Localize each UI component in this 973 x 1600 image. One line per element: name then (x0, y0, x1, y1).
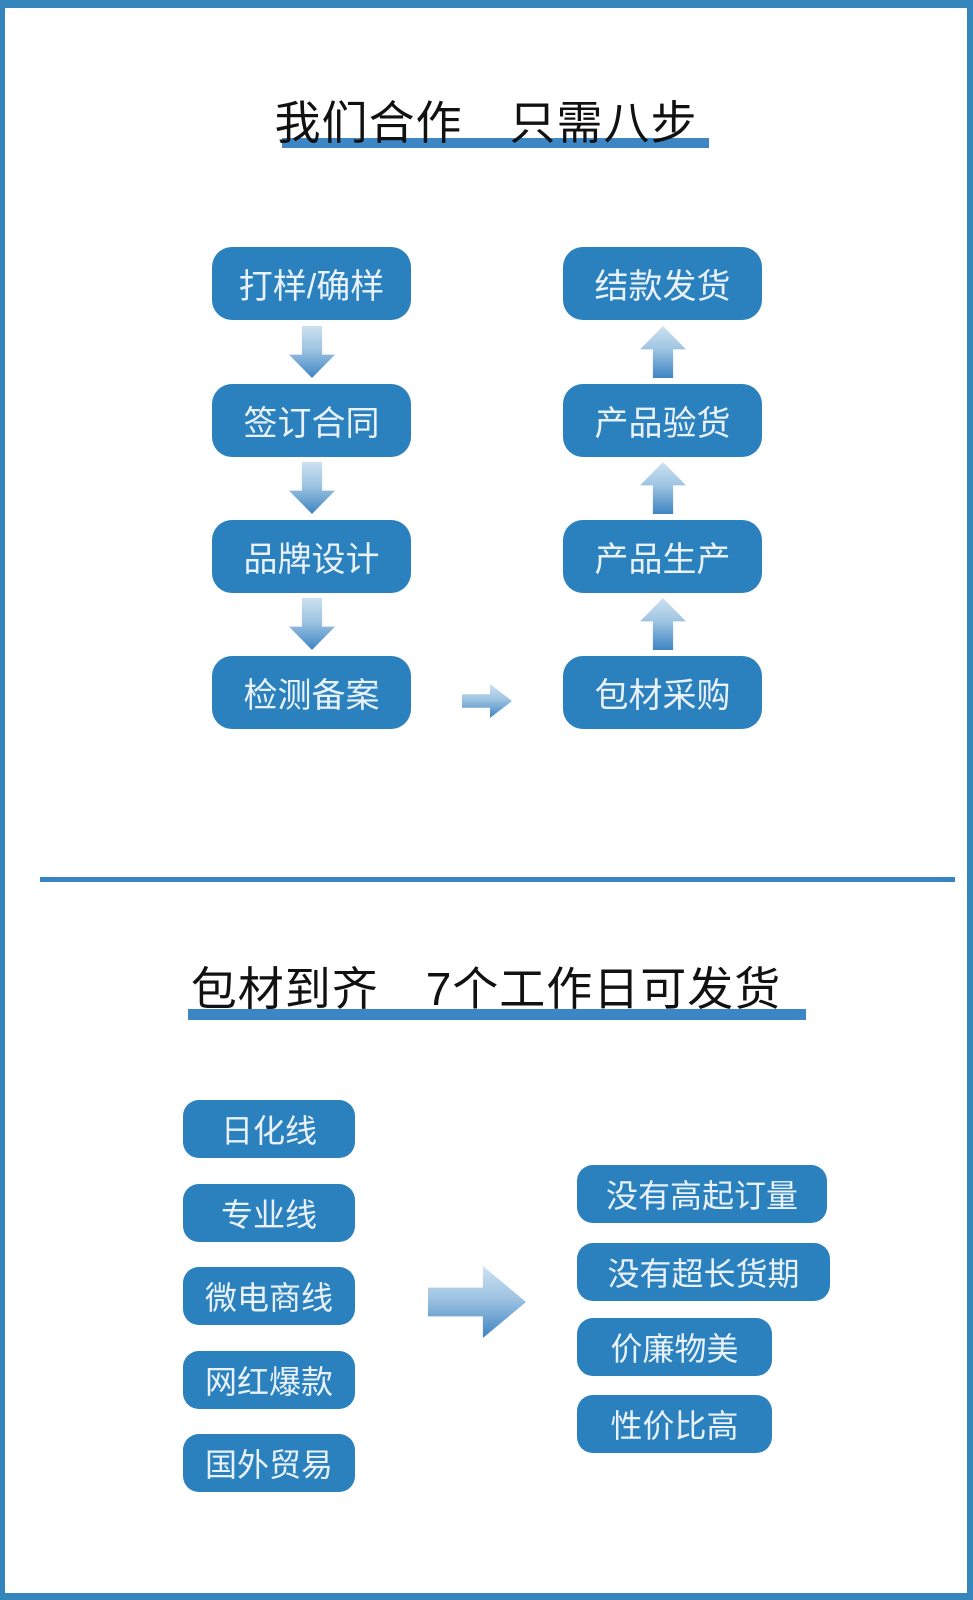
up-arrow-icon (640, 598, 686, 650)
product-line-professional: 专业线 (183, 1184, 355, 1242)
benefit-cost-effective: 性价比高 (577, 1395, 772, 1453)
benefit-no-long-leadtime: 没有超长货期 (577, 1243, 830, 1301)
down-arrow-icon (289, 326, 335, 378)
product-line-daily-chemical: 日化线 (183, 1100, 355, 1158)
product-line-influencer-hit: 网红爆款 (183, 1351, 355, 1409)
section2-title: 包材到齐 7个工作日可发货 (190, 963, 782, 1015)
benefit-good-cheap: 价廉物美 (577, 1318, 772, 1376)
big-right-arrow-icon (428, 1266, 526, 1338)
section-divider (40, 877, 955, 882)
right-arrow-icon (462, 684, 512, 718)
down-arrow-icon (289, 598, 335, 650)
step-box-inspection: 产品验货 (563, 384, 762, 457)
step-box-sampling: 打样/确样 (212, 247, 411, 320)
benefit-no-high-moq: 没有高起订量 (577, 1165, 827, 1223)
step-box-production: 产品生产 (563, 520, 762, 593)
up-arrow-icon (640, 326, 686, 378)
step-box-brand-design: 品牌设计 (212, 520, 411, 593)
product-line-foreign-trade: 国外贸易 (183, 1434, 355, 1492)
step-box-payment-shipping: 结款发货 (563, 247, 762, 320)
step-box-contract: 签订合同 (212, 384, 411, 457)
up-arrow-icon (640, 462, 686, 514)
title-underline (188, 1009, 806, 1020)
title-underline (282, 138, 709, 148)
section1-title: 我们合作 只需八步 (274, 97, 698, 149)
step-box-testing-filing: 检测备案 (212, 656, 411, 729)
product-line-micro-ecommerce: 微电商线 (183, 1267, 355, 1325)
down-arrow-icon (289, 462, 335, 514)
step-box-packaging-purchase: 包材采购 (563, 656, 762, 729)
